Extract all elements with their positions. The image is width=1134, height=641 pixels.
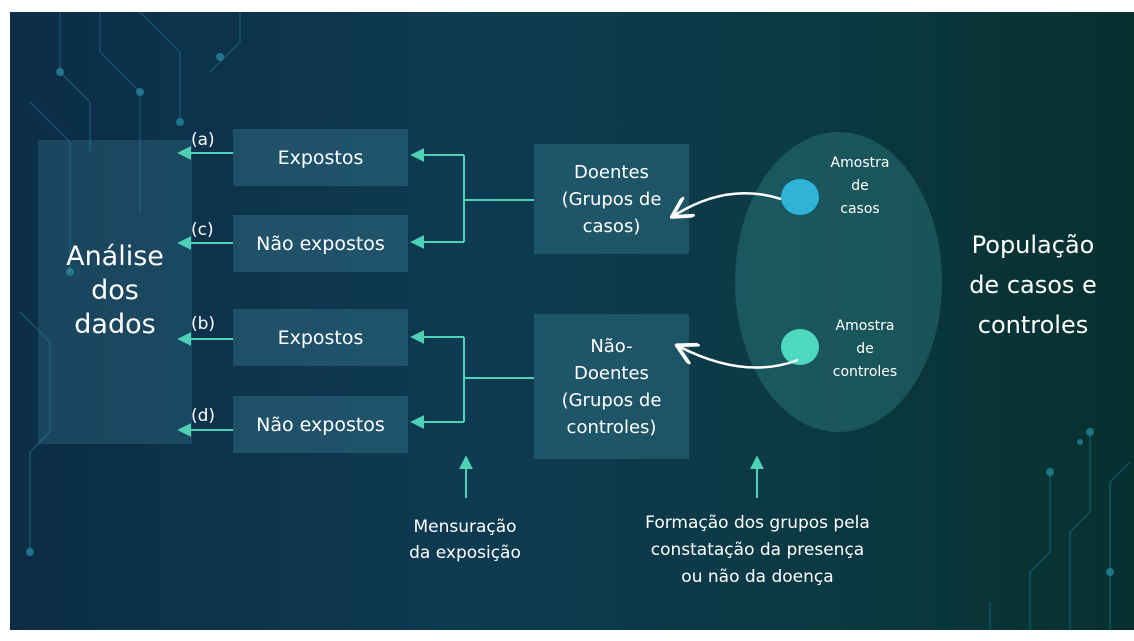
expostos-box-top: Expostos <box>233 129 408 186</box>
mensuracao-line-2: da exposição <box>409 543 521 563</box>
nao-doentes-line-3: (Grupos de <box>561 389 662 411</box>
population-title-line-2: de casos e <box>969 271 1097 299</box>
doentes-box: Doentes (Grupos de casos) <box>534 144 689 254</box>
analise-line-1: Análise <box>66 241 164 272</box>
amostra-controles-line-2: de <box>856 341 874 357</box>
casos-to-doentes-arrow <box>675 191 782 215</box>
label-a: (a) <box>191 130 215 150</box>
casos-sample-dot <box>781 179 819 215</box>
nao-expostos-box-top: Não expostos <box>233 215 408 272</box>
mensuracao-line-1: Mensuração <box>413 517 517 537</box>
circuit-background <box>19 12 1131 630</box>
expostos-box-bottom: Expostos <box>233 309 408 366</box>
formacao-line-3: ou não da doença <box>681 567 834 587</box>
population-oval <box>735 132 942 432</box>
analise-line-2: dos <box>91 275 139 306</box>
nao-expostos-bottom-label: Não expostos <box>256 413 385 436</box>
nao-doentes-line-4: controles) <box>566 416 657 438</box>
population-title: População de casos e controles <box>948 225 1118 345</box>
population-title-line-3: controles <box>977 311 1089 339</box>
nao-doentes-box: Não- Doentes (Grupos de controles) <box>534 314 689 459</box>
diagram-canvas: Análise dos dados Expostos Não expostos … <box>10 12 1134 630</box>
doentes-line-3: casos) <box>582 215 641 237</box>
doentes-line-1: Doentes <box>574 161 649 183</box>
amostra-controles-label: Amostra de controles <box>815 315 915 384</box>
amostra-controles-line-1: Amostra <box>835 318 895 334</box>
mensuracao-note: Mensuração da exposição <box>385 514 545 566</box>
amostra-casos-label: Amostra de casos <box>810 152 910 221</box>
nao-expostos-box-bottom: Não expostos <box>233 396 408 453</box>
formacao-line-1: Formação dos grupos pela <box>645 513 870 533</box>
analise-panel <box>38 140 192 444</box>
connector-lines <box>177 146 799 498</box>
amostra-casos-line-1: Amostra <box>830 155 890 171</box>
analise-label: Análise dos dados <box>38 240 192 342</box>
nao-doentes-line-2: Doentes <box>574 362 649 384</box>
controles-sample-dot <box>781 329 819 365</box>
nao-doentes-line-1: Não- <box>590 335 633 357</box>
population-title-line-1: População <box>971 231 1095 259</box>
label-b: (b) <box>191 314 216 334</box>
nao-expostos-top-label: Não expostos <box>256 232 385 255</box>
analise-line-3: dados <box>74 309 156 340</box>
label-c: (c) <box>191 220 214 240</box>
amostra-controles-line-3: controles <box>832 364 898 380</box>
doentes-line-2: (Grupos de <box>561 188 662 210</box>
label-d: (d) <box>191 406 216 426</box>
amostra-casos-line-2: de <box>851 178 869 194</box>
formacao-line-2: constatação da presença <box>650 540 865 560</box>
controles-to-nao-doentes-arrow <box>680 347 799 369</box>
expostos-top-label: Expostos <box>277 146 364 169</box>
expostos-bottom-label: Expostos <box>277 326 364 349</box>
amostra-casos-line-3: casos <box>840 201 880 217</box>
formacao-note: Formação dos grupos pela constatação da … <box>610 510 905 591</box>
